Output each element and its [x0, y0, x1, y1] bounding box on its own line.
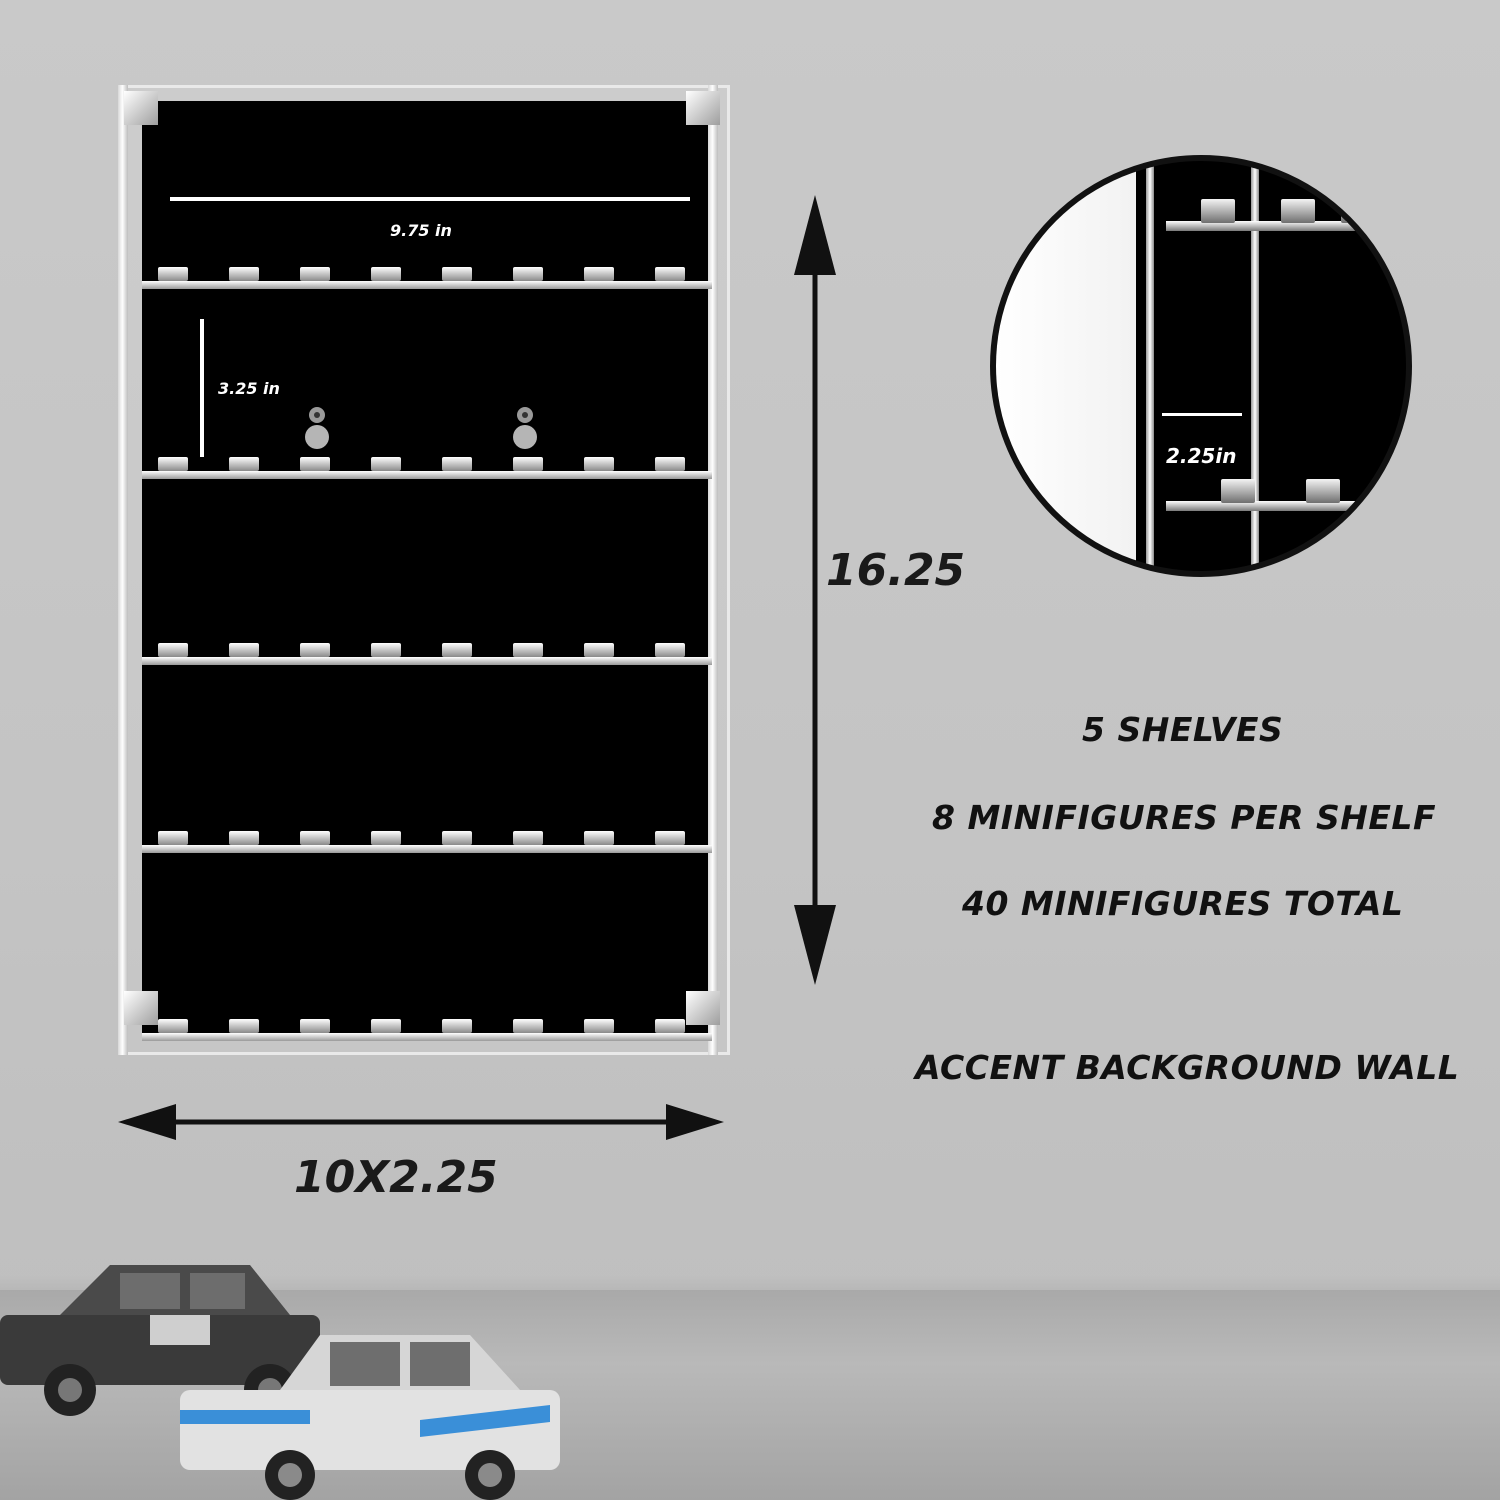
corner-block	[686, 91, 720, 125]
dark-toy-car	[0, 1265, 320, 1416]
shelf-peg	[158, 457, 188, 471]
shelf-peg	[300, 831, 330, 845]
shelf-peg	[442, 1019, 472, 1033]
shelf-peg	[158, 831, 188, 845]
shelf-peg	[229, 643, 259, 657]
feature-background-wall: ACCENT BACKGROUND WALL	[915, 1048, 1460, 1087]
shelf-peg	[442, 457, 472, 471]
shelf-peg	[655, 831, 685, 845]
double-arrow-horizontal-icon	[118, 1104, 724, 1140]
zoom-shelf	[1166, 501, 1406, 511]
zoom-peg	[1306, 479, 1340, 503]
shelf-peg	[655, 457, 685, 471]
feature-per-shelf: 8 MINIFIGURES PER SHELF	[932, 798, 1437, 837]
width-measure-line	[170, 197, 690, 201]
case-right-edge	[708, 85, 718, 1055]
shelf-peg	[655, 1019, 685, 1033]
shelf	[142, 845, 712, 853]
shelf-peg	[584, 457, 614, 471]
shelf	[142, 657, 712, 665]
shelf-peg	[300, 643, 330, 657]
shelf-peg	[371, 831, 401, 845]
shelf-peg	[229, 267, 259, 281]
shelf-peg	[513, 267, 543, 281]
corner-block	[124, 991, 158, 1025]
height-dimension-label: 16.25	[826, 545, 966, 596]
zoom-shelf	[1166, 221, 1406, 231]
shelf	[142, 281, 712, 289]
shelf-peg	[513, 1019, 543, 1033]
zoom-peg	[1281, 199, 1315, 223]
corner-block	[124, 91, 158, 125]
zoom-acrylic-edge	[1251, 161, 1259, 571]
feature-total: 40 MINIFIGURES TOTAL	[962, 884, 1404, 923]
shelf-peg	[442, 267, 472, 281]
shelf-peg	[371, 457, 401, 471]
zoom-peg	[1221, 479, 1255, 503]
shelf-peg	[229, 1019, 259, 1033]
shelf-peg	[158, 1019, 188, 1033]
shelf-peg	[513, 457, 543, 471]
shelf-peg	[513, 643, 543, 657]
shelf-peg	[442, 643, 472, 657]
keyhole-mount-icon	[305, 407, 329, 449]
zoom-detail-circle: 2.25in	[990, 155, 1412, 577]
shelf-peg	[371, 267, 401, 281]
corner-block	[686, 991, 720, 1025]
shelf-peg	[584, 267, 614, 281]
shelf-peg	[158, 643, 188, 657]
shelf-peg	[442, 831, 472, 845]
case-left-edge	[118, 85, 128, 1055]
shelf-peg	[655, 267, 685, 281]
shelf-peg	[158, 267, 188, 281]
case-black-backing	[142, 101, 712, 1041]
width-measure-label: 9.75 in	[390, 221, 452, 240]
height-measure-line	[200, 319, 204, 457]
zoom-side-panel	[996, 161, 1136, 571]
height-measure-label: 3.25 in	[218, 379, 280, 398]
zoom-measure-line	[1162, 413, 1242, 416]
feature-shelves: 5 SHELVES	[1082, 710, 1284, 749]
shelf-peg	[300, 1019, 330, 1033]
shelf-peg	[655, 643, 685, 657]
double-arrow-vertical-icon	[794, 195, 836, 985]
display-case: 9.75 in 3.25 in	[118, 85, 730, 1055]
shelf-peg	[300, 457, 330, 471]
zoom-peg	[1201, 199, 1235, 223]
shelf-peg	[584, 1019, 614, 1033]
shelf-peg	[371, 1019, 401, 1033]
shelf-peg	[513, 831, 543, 845]
shelf-peg	[229, 457, 259, 471]
zoom-acrylic-edge	[1146, 161, 1154, 571]
keyhole-mount-icon	[513, 407, 537, 449]
shelf-peg	[300, 267, 330, 281]
zoom-peg	[1341, 199, 1375, 223]
shelf-peg	[229, 831, 259, 845]
white-blue-toy-car	[180, 1335, 560, 1500]
shelf	[142, 471, 712, 479]
shelf-peg	[584, 643, 614, 657]
shelf-peg	[371, 643, 401, 657]
zoom-depth-label: 2.25in	[1166, 444, 1237, 468]
shelf-peg	[584, 831, 614, 845]
shelf	[142, 1033, 712, 1041]
width-depth-dimension-label: 10X2.25	[294, 1152, 498, 1203]
